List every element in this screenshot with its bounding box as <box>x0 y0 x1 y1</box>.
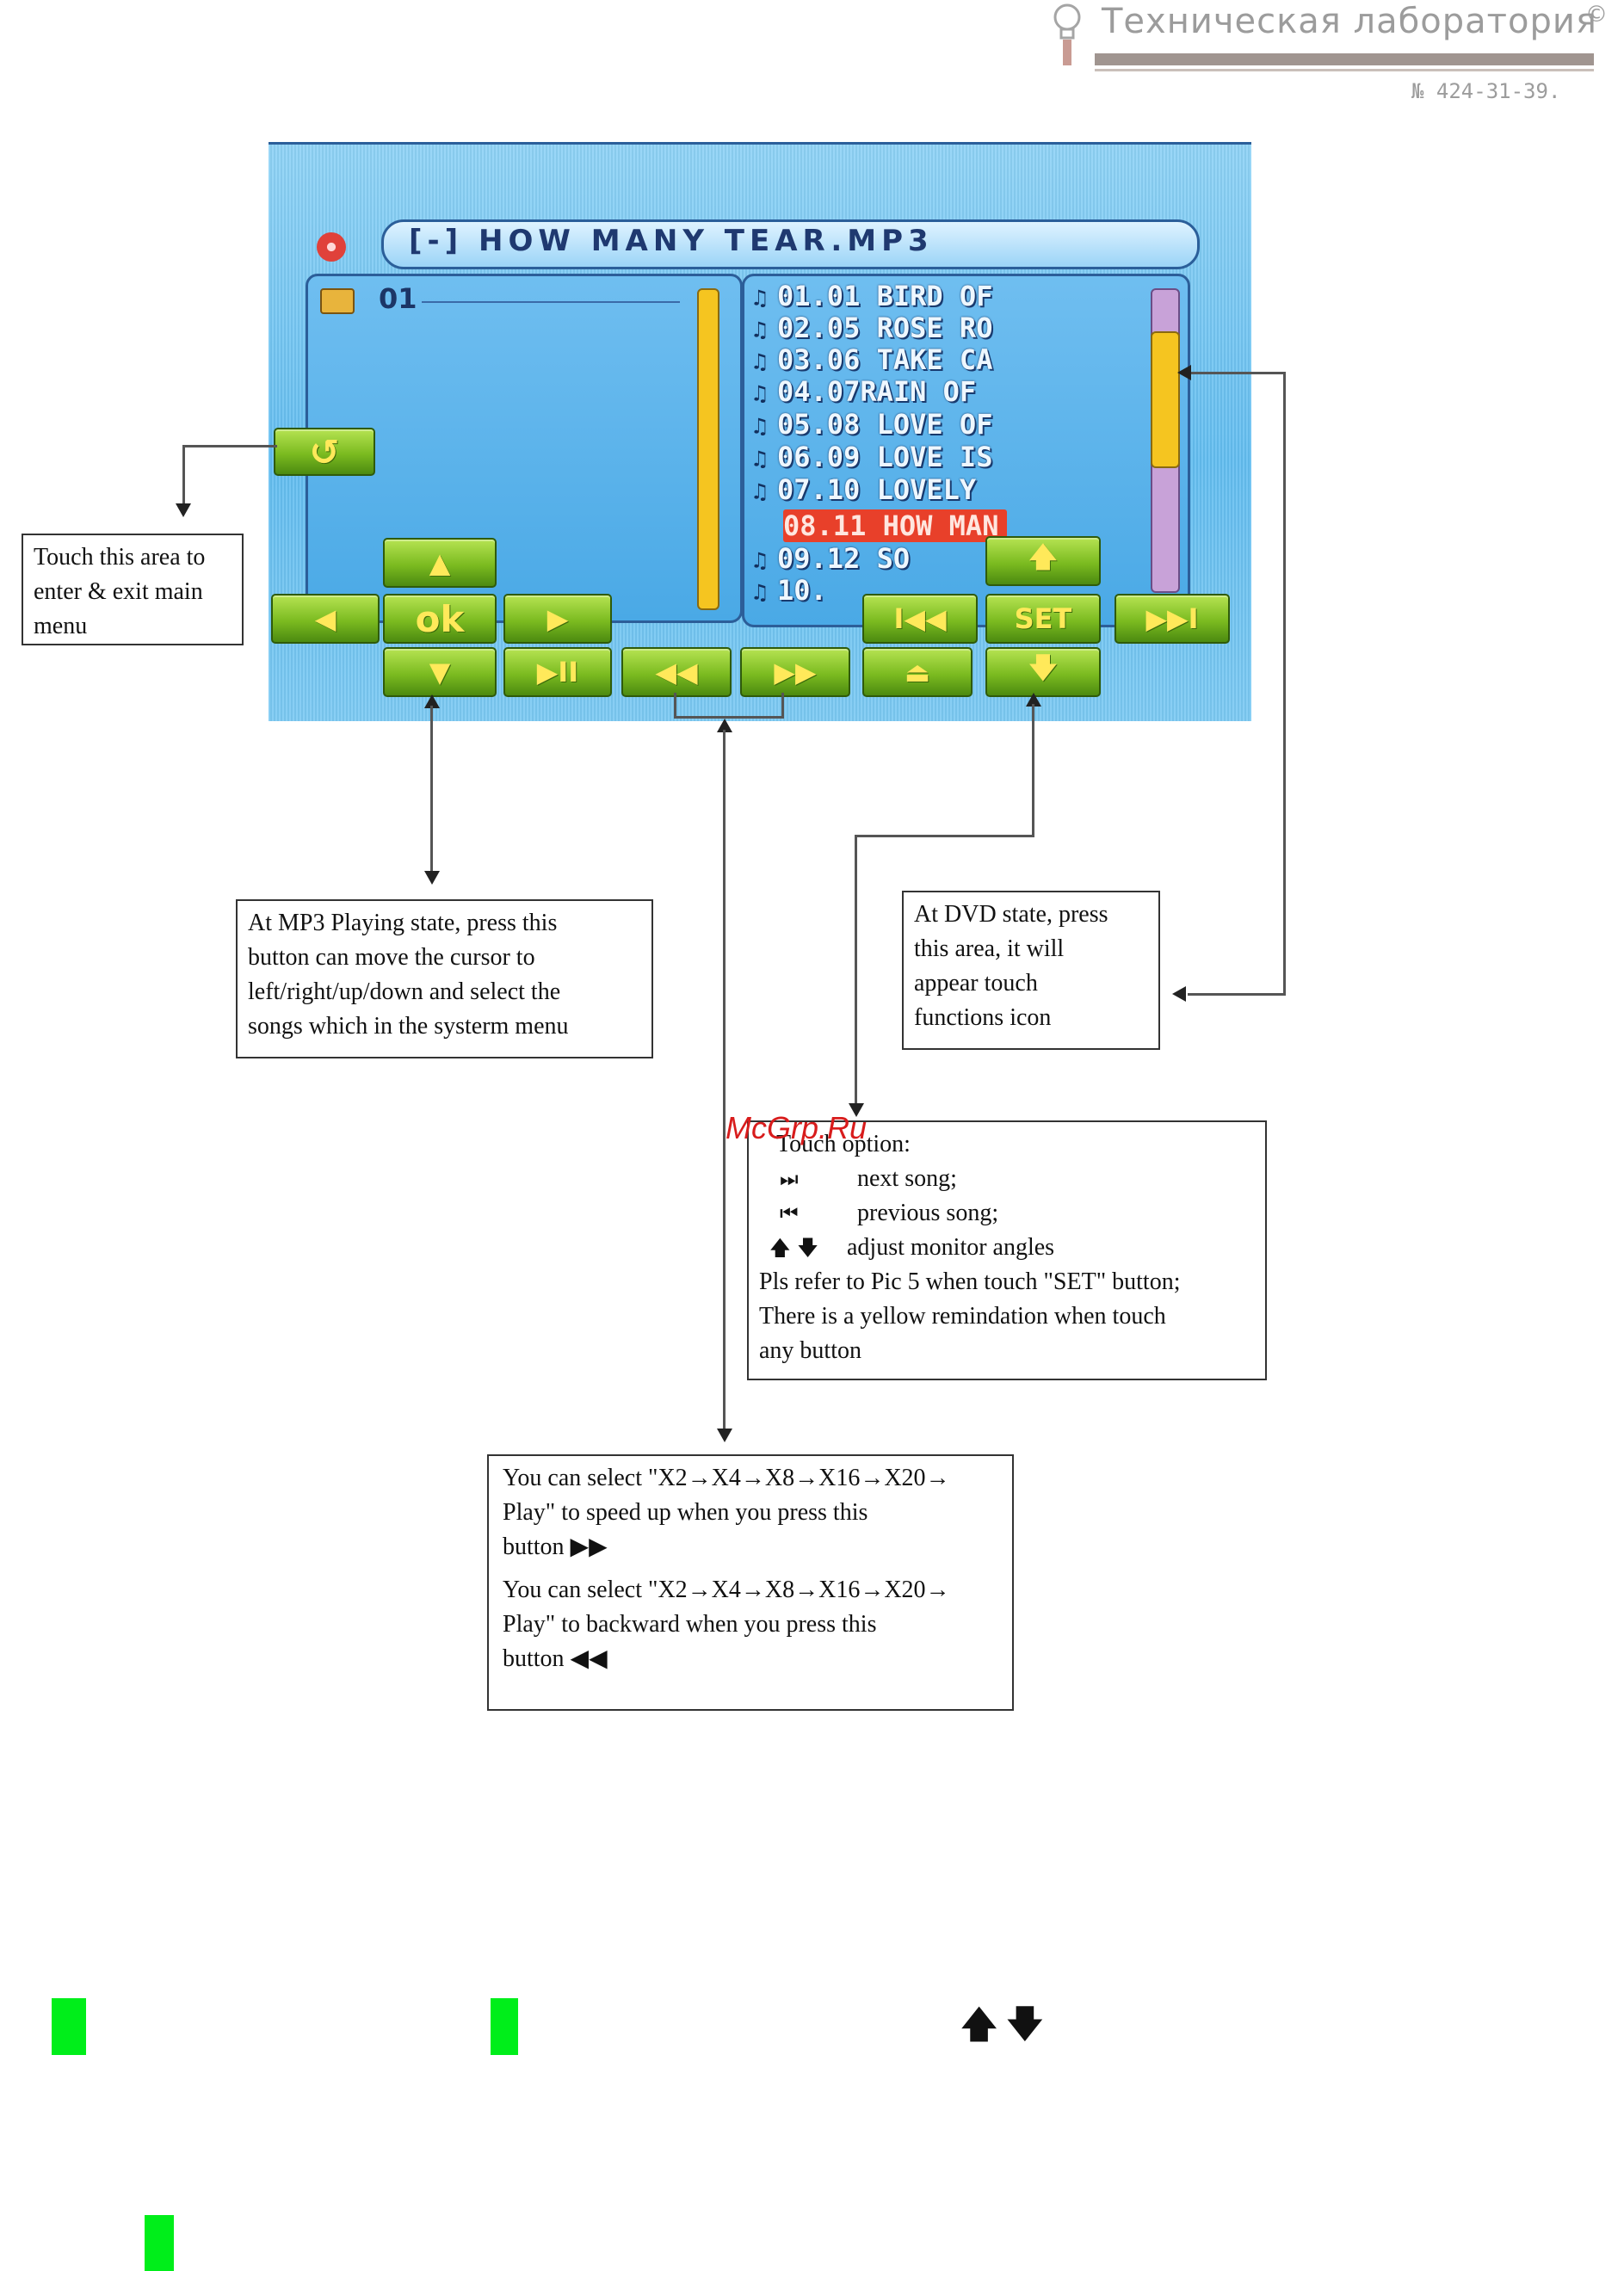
watermark-title: Техническая лаборатория <box>1102 2 1597 41</box>
next-song-icon: ⏭ <box>780 1167 799 1191</box>
watermark-phone: № 424-31-39. <box>1411 79 1561 103</box>
dvd-state-note: At DVD state, press this area, it will a… <box>902 891 1160 1050</box>
song-item[interactable]: ♫06.09 LOVE IS <box>753 441 992 473</box>
connector-line <box>855 835 1034 837</box>
folder-icon <box>320 288 355 314</box>
arrow-right-icon: ▶ <box>546 602 569 635</box>
angle-down-button[interactable]: 🡇 <box>985 647 1101 697</box>
folder-scrollbar[interactable] <box>697 288 719 610</box>
arrow-up-icon <box>717 719 732 732</box>
next-icon: ▶▶I <box>1145 602 1199 635</box>
rewind-icon: ◀◀ <box>655 656 698 688</box>
arrow-up-icon <box>424 694 440 708</box>
connector-line <box>674 716 784 719</box>
music-note-icon: ♫ <box>753 447 767 472</box>
song-list-panel <box>742 274 1190 627</box>
arrow-up-icon <box>1026 693 1041 707</box>
connector-line <box>1032 704 1034 837</box>
arrow-left-icon <box>1172 986 1186 1002</box>
song-scrollbar-thumb[interactable] <box>1151 331 1180 468</box>
previous-song-icon: ⏮ <box>780 1201 799 1225</box>
folder-panel <box>306 274 743 623</box>
connector-line <box>182 445 277 447</box>
music-note-icon: ♫ <box>753 286 767 312</box>
arrow-down-icon <box>849 1103 864 1117</box>
connector-line <box>1188 993 1286 996</box>
down-button[interactable]: ▼ <box>383 647 497 697</box>
watermark-divider <box>1095 53 1594 65</box>
play-pause-icon: ▶II <box>536 656 579 688</box>
angle-down-icon: 🡇 <box>1028 651 1058 684</box>
song-item[interactable]: ♫10. <box>753 574 827 607</box>
arrow-down-icon <box>176 503 191 517</box>
watermark-divider-thin <box>1095 69 1594 71</box>
up-button[interactable]: ▲ <box>383 538 497 588</box>
next-button[interactable]: ▶▶I <box>1115 594 1230 644</box>
left-button[interactable]: ◀ <box>271 594 380 644</box>
arrow-up-icon: ▲ <box>429 546 451 579</box>
fast-forward-button[interactable]: ▶▶ <box>740 647 850 697</box>
connector-line <box>1283 372 1286 996</box>
song-item[interactable]: ♫04.07RAIN OF <box>753 375 976 408</box>
angle-arrows-icon: 🡅🡇 <box>960 2003 1052 2046</box>
return-button[interactable]: ↺ <box>274 428 375 476</box>
speed-note: You can select "X2→X4→X8→X16→X20→ Play" … <box>487 1454 1014 1711</box>
site-watermark: McGrp.Ru <box>726 1110 868 1145</box>
angle-up-icon: 🡅 <box>1028 540 1058 573</box>
watermark-copyright: © <box>1585 2 1608 28</box>
music-note-icon: ♫ <box>753 548 767 574</box>
main-menu-note: Touch this area to enter & exit main men… <box>22 534 244 645</box>
return-icon: ↺ <box>309 430 340 473</box>
music-note-icon: ♫ <box>753 580 767 606</box>
music-note-icon: ♫ <box>753 414 767 440</box>
connector-line <box>723 730 726 1431</box>
cursor-note: At MP3 Playing state, press this button … <box>236 899 653 1058</box>
arrow-left-icon <box>1177 365 1191 380</box>
right-button[interactable]: ▶ <box>503 594 612 644</box>
folder-name[interactable]: 01 <box>379 282 417 315</box>
arrow-left-icon: ◀ <box>314 602 337 635</box>
connector-line <box>182 445 185 505</box>
arrow-down-icon <box>717 1429 732 1442</box>
previous-button[interactable]: I◀◀ <box>862 594 978 644</box>
green-marker <box>491 1998 518 2055</box>
arrow-down-icon <box>424 871 440 885</box>
song-item[interactable]: ♫02.05 ROSE RO <box>753 312 992 344</box>
disc-icon <box>317 232 346 262</box>
song-item[interactable]: ♫01.01 BIRD OF <box>753 280 992 312</box>
angle-up-button[interactable]: 🡅 <box>985 536 1101 586</box>
arrow-down-icon: ▼ <box>429 656 451 688</box>
connector-line <box>674 693 676 719</box>
eject-icon: ⏏ <box>904 656 931 688</box>
song-item-selected[interactable]: 08.11 HOW MAN <box>783 509 1008 542</box>
song-item[interactable]: ♫07.10 LOVELY <box>753 473 976 506</box>
green-marker <box>145 2215 174 2271</box>
folder-underline <box>422 301 680 303</box>
song-item[interactable]: ♫03.06 TAKE CA <box>753 343 992 376</box>
connector-line <box>430 706 433 873</box>
bulb-icon <box>1053 3 1081 65</box>
music-note-icon: ♫ <box>753 479 767 505</box>
song-item[interactable]: ♫09.12 SO <box>753 542 910 575</box>
ok-button[interactable]: ok <box>383 594 497 644</box>
music-note-icon: ♫ <box>753 381 767 407</box>
now-playing-title: [-] HOW MANY TEAR.MP3 <box>409 224 934 258</box>
rewind-button[interactable]: ◀◀ <box>621 647 732 697</box>
angle-arrows-icon: 🡅 🡇 <box>769 1236 818 1260</box>
connector-line <box>855 835 857 1106</box>
eject-button[interactable]: ⏏ <box>862 647 973 697</box>
song-item[interactable]: ♫05.08 LOVE OF <box>753 408 992 441</box>
green-marker <box>52 1998 86 2055</box>
previous-icon: I◀◀ <box>893 602 947 635</box>
touch-option-note: Touch option: ⏭next song; ⏮previous song… <box>747 1120 1267 1380</box>
connector-line <box>1191 372 1286 374</box>
music-note-icon: ♫ <box>753 349 767 375</box>
set-button[interactable]: SET <box>985 594 1101 644</box>
now-playing-bar <box>381 219 1200 269</box>
fast-forward-icon: ▶▶ <box>774 656 817 688</box>
connector-line <box>781 693 784 719</box>
play-pause-button[interactable]: ▶II <box>503 647 612 697</box>
music-note-icon: ♫ <box>753 318 767 343</box>
